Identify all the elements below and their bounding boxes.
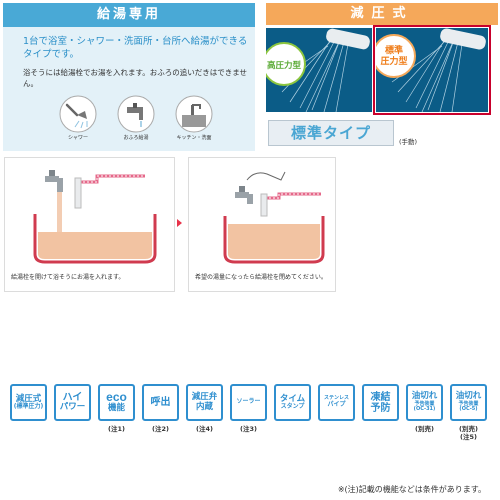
feature-reduced-pressure: 減圧式 (標準圧力) xyxy=(10,384,47,425)
standard-pressure-badge: 標準 圧力型 xyxy=(376,34,416,78)
feature-sublabel: 予防 xyxy=(370,402,391,414)
feature-note-5: (注5) xyxy=(460,433,477,441)
standard-pressure-label-2: 圧力型 xyxy=(380,57,408,67)
bath-faucet-caption: おふろ給湯 xyxy=(123,135,149,141)
feature-eco: eco 機能 (注1) xyxy=(98,384,135,433)
kitchen-caption: キッチン・洗面 xyxy=(176,135,212,141)
feature-label: 呼出 xyxy=(150,397,171,408)
supply-only-title: 給湯専用 xyxy=(3,3,255,27)
supply-only-panel: 給湯専用 1台で浴室・シャワー・洗面所・台所へ給湯ができるタイプです。 浴そうに… xyxy=(3,3,255,151)
feature-note: (別売) xyxy=(415,425,434,433)
high-pressure-shower-photo: 高圧力型 xyxy=(266,28,372,112)
standard-pressure-label-1: 標準 xyxy=(384,46,403,56)
feature-badges: 減圧式 (標準圧力) ハイ パワー eco 機能 (注1) 呼出 (注2) 減圧… xyxy=(10,384,494,454)
feature-high-power: ハイ パワー xyxy=(54,384,91,425)
feature-label: ソーラー xyxy=(236,398,261,406)
standard-pressure-shower-photo: 標準 圧力型 xyxy=(373,25,491,115)
feature-label: ステンレス xyxy=(323,395,349,402)
feature-sublabel: 予告装置 xyxy=(458,400,479,407)
shower-caption: シャワー xyxy=(67,135,88,141)
feature-label: ハイ xyxy=(62,392,83,404)
feature-label: タイム xyxy=(279,393,306,404)
feature-label: eco xyxy=(106,390,127,405)
feature-label: 油切れ xyxy=(411,391,438,402)
bath-illustration-closing: 希望の湯量になったら給湯栓を閉めてください。 xyxy=(188,157,336,292)
feature-note: (注4) xyxy=(196,425,213,433)
feature-oil-warning-oc5: 油切れ 予告装置 (OC-5) (別売) (注5) xyxy=(450,384,487,441)
feature-call: 呼出 (注2) xyxy=(142,384,179,433)
feature-note: (注3) xyxy=(240,425,257,433)
manual-note: (手動) xyxy=(399,138,418,146)
bath-caption-closing: 希望の湯量になったら給湯栓を閉めてください。 xyxy=(195,274,327,281)
feature-solar: ソーラー (注3) xyxy=(230,384,267,433)
feature-note: (注1) xyxy=(108,425,125,433)
bath-caption-filling: 給湯栓を開けて浴そうにお湯を入れます。 xyxy=(11,274,125,281)
feature-sublabel: パイプ xyxy=(327,400,346,408)
reduced-pressure-title: 減圧式 xyxy=(266,3,498,25)
feature-time-stamp: タイム スタンプ xyxy=(274,384,311,425)
feature-label: 油切れ xyxy=(455,391,482,402)
supply-only-description: 1台で浴室・シャワー・洗面所・台所へ給湯ができるタイプです。 xyxy=(23,36,248,60)
feature-sublabel: 内蔵 xyxy=(195,401,213,412)
feature-sublabel: スタンプ xyxy=(280,402,305,410)
feature-sublabel: パワー xyxy=(59,402,86,413)
shower-icon: シャワー xyxy=(57,95,99,145)
feature-oil-warning-oc31: 油切れ 予告装置 (OC-31) (別売) xyxy=(406,384,443,433)
bath-faucet-icon: おふろ給湯 xyxy=(115,95,157,145)
kitchen-icon: キッチン・洗面 xyxy=(173,95,215,145)
standard-type-label: 標準タイプ xyxy=(268,120,394,146)
feature-note: (注2) xyxy=(152,425,169,433)
feature-sublabel: 予告装置 xyxy=(414,400,435,407)
bath-illustration-filling: 給湯栓を開けて浴そうにお湯を入れます。 xyxy=(4,157,175,292)
supply-icons: シャワー おふろ給湯 キッチン・洗面 xyxy=(51,95,221,145)
feature-label: 減圧弁 xyxy=(191,392,218,403)
feature-sublabel: 機能 xyxy=(107,403,125,414)
feature-note-sold-separately: (別売) xyxy=(459,425,478,433)
feature-model: (OC-31) xyxy=(413,406,436,413)
feature-label: 凍結 xyxy=(370,391,391,403)
feature-sublabel: (標準圧力) xyxy=(13,402,44,410)
feature-stainless-pipe: ステンレス パイプ xyxy=(318,384,355,425)
feature-model: (OC-5) xyxy=(459,406,478,413)
feature-label: 減圧式 xyxy=(15,393,42,404)
high-pressure-badge: 高圧力型 xyxy=(266,42,306,86)
footnote: ※(注)記載の機能などは条件があります。 xyxy=(337,485,486,494)
feature-note: (別売) (注5) xyxy=(450,425,487,441)
next-step-arrow-icon xyxy=(177,219,182,227)
feature-freeze-prevention: 凍結 予防 xyxy=(362,384,399,425)
feature-valve: 減圧弁 内蔵 (注4) xyxy=(186,384,223,433)
supply-only-note: 浴そうには給湯栓でお湯を入れます。おふろの追いだきはできません。 xyxy=(23,68,248,88)
